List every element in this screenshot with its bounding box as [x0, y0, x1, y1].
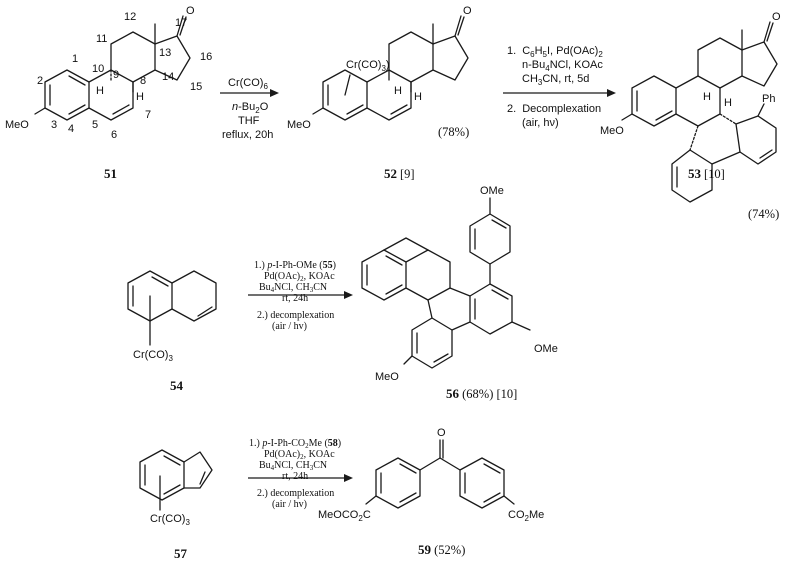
c53-ph: Ph [762, 93, 775, 105]
step2-line5: (air, hν) [522, 117, 559, 129]
c51-locant-13: 13 [159, 47, 171, 59]
c51-h9: H [96, 85, 104, 97]
compound-53-structure [621, 21, 778, 203]
c51-meo: MeO [5, 119, 29, 131]
c51-locant-15: 15 [190, 81, 202, 93]
step4-line6: (air / hv) [272, 499, 307, 510]
c53-meo: MeO [600, 125, 624, 137]
c56-label: 56 (68%) [10] [446, 386, 517, 401]
c51-locant-6: 6 [111, 129, 117, 141]
c51-locant-4: 4 [68, 123, 74, 135]
c51-locant-9: 9 [113, 69, 119, 81]
step2-line2: n-Bu4NCl, KOAc [522, 59, 603, 73]
c51-h8: H [136, 91, 144, 103]
c57-label: 57 [174, 546, 188, 561]
step1-conditions: reflux, 20h [222, 129, 273, 141]
step3-line4: rt, 24h [282, 293, 308, 304]
c56-ome-right: OMe [534, 343, 558, 355]
step3-line6: (air / hv) [272, 321, 307, 332]
c51-locant-16: 16 [200, 51, 212, 63]
compound-54-structure [127, 270, 217, 346]
c53-h2: H [724, 97, 732, 109]
c51-locant-8: 8 [140, 75, 146, 87]
c56-meo-left: MeO [375, 371, 399, 383]
c54-label: 54 [170, 378, 184, 393]
c51-locant-12: 12 [124, 11, 136, 23]
c52-meo: MeO [287, 119, 311, 131]
step1-cosolvent: THF [238, 115, 260, 127]
step3-line1: 1.) p-I-Ph-OMe (55) [254, 260, 336, 271]
compound-57-structure [139, 449, 213, 511]
step2-line3: CH3CN, rt, 5d [522, 73, 589, 87]
step3-line5: 2.) decomplexation [257, 310, 334, 321]
c51-locant-11: 11 [96, 33, 107, 45]
reaction-arrow-4-head [344, 474, 353, 482]
step3-line2: Pd(OAc)2, KOAc [264, 271, 335, 283]
step1-solvent: n-Bu2O [232, 101, 269, 115]
step2-line4: 2.Decomplexation [507, 103, 601, 115]
c51-locant-3: 3 [51, 119, 57, 131]
c59-right-ester: CO2Me [508, 509, 544, 523]
step4-line2: Pd(OAc)2, KOAc [264, 449, 335, 461]
c52-metal: Cr(CO)3) [346, 59, 390, 73]
c52-label: 52[9] [384, 166, 415, 181]
c53-yield: (74%) [748, 207, 779, 221]
c56-ome-top: OMe [480, 185, 504, 197]
c59-label: 59 (52%) [418, 542, 465, 557]
step1-reagent: Cr(CO)6 [228, 77, 268, 91]
compound-52-structure [312, 15, 469, 121]
c52-h2: H [414, 91, 422, 103]
compound-59-structure [365, 439, 515, 509]
step4-line4: rt, 24h [282, 471, 308, 482]
c51-locant-17: 17 [175, 17, 187, 29]
c53-ketone-o: O [772, 11, 781, 23]
c59-left-ester: MeOCO2C [318, 509, 371, 523]
compound-51-structure [34, 15, 191, 121]
reaction-arrow-2-head [607, 89, 616, 97]
step2-line1: 1.C6H5I, Pd(OAc)2 [507, 45, 603, 59]
reaction-arrow-3-head [344, 291, 353, 299]
step4-line1: 1.) p-I-Ph-CO2Me (58) [249, 438, 341, 450]
c57-metal: Cr(CO)3 [150, 513, 190, 527]
c53-label: 53[10] [688, 166, 725, 181]
c52-yield: (78%) [438, 125, 469, 139]
c53-h1: H [703, 91, 711, 103]
compound-56-structure [361, 197, 531, 369]
c51-label: 51 [104, 166, 117, 181]
step3-line3: Bu4NCl, CH3CN [259, 282, 327, 294]
c51-locant-5: 5 [92, 119, 98, 131]
c51-ketone-o: O [186, 5, 195, 17]
c51-locant-7: 7 [145, 109, 151, 121]
c52-ketone-o: O [463, 5, 472, 17]
c51-locant-10: 10 [92, 63, 104, 75]
c54-metal: Cr(CO)3 [133, 349, 173, 363]
c51-locant-2: 2 [37, 75, 43, 87]
step4-line5: 2.) decomplexation [257, 488, 334, 499]
c51-locant-14: 14 [162, 71, 174, 83]
reaction-arrow-1-head [270, 89, 279, 97]
c51-locant-1: 1 [72, 53, 78, 65]
c59-ketone-o: O [437, 427, 446, 439]
c52-h: H [394, 85, 402, 97]
step4-line3: Bu4NCl, CH3CN [259, 460, 327, 472]
